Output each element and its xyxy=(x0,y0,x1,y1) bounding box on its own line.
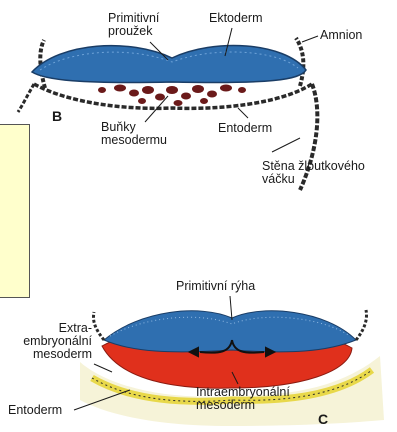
callout-box xyxy=(0,124,30,298)
ectoderm-layer-b xyxy=(32,46,306,83)
label-extraembryonic-mesoderm: Extra- embryonální mesoderm xyxy=(8,322,92,361)
panel-b-letter: B xyxy=(52,110,62,123)
label-yolk-sac-wall: Stěna žloutkového váčku xyxy=(262,160,365,186)
amnion-left-c xyxy=(93,312,104,340)
label-primitive-streak: Primitivní proužek xyxy=(108,12,159,38)
label-ectoderm: Ektoderm xyxy=(209,12,263,25)
label-entoderm-c: Entoderm xyxy=(8,404,62,417)
label-entoderm-b: Entoderm xyxy=(218,122,272,135)
amnion-right-c xyxy=(356,310,367,340)
label-intraembryonic-mesoderm: Intraembryonální mesoderm xyxy=(196,386,290,412)
label-amnion: Amnion xyxy=(320,29,362,42)
yolk-sac-wall-left xyxy=(18,84,34,112)
mesoderm-cells-b xyxy=(98,85,246,107)
label-primitive-groove: Primitivní rýha xyxy=(176,280,255,293)
panel-c-letter: C xyxy=(318,413,328,426)
label-mesoderm-cells: Buňky mesodermu xyxy=(101,121,167,147)
